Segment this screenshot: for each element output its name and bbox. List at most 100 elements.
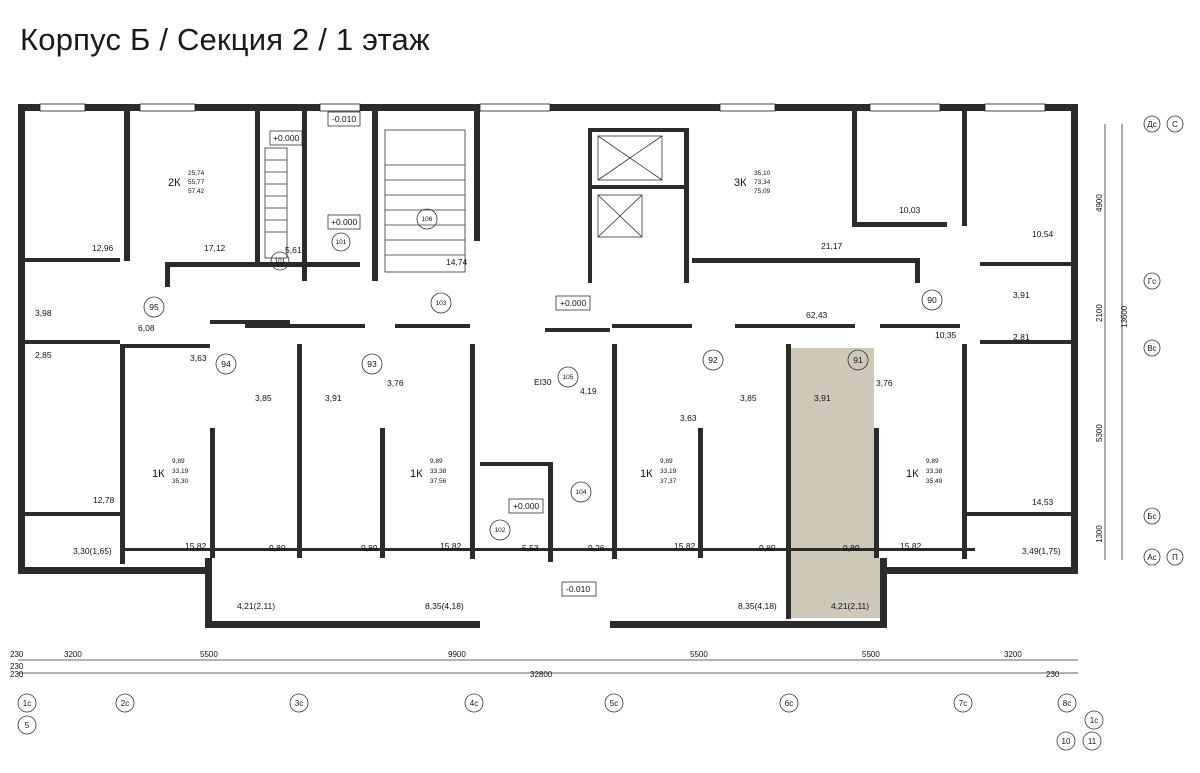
axis-label: 10: [1062, 737, 1071, 746]
area-with-balcony-value: 35,30: [172, 478, 189, 485]
total-area-value: 33,19: [660, 468, 677, 475]
room-area: 9,89: [361, 543, 378, 553]
axis-label: 6с: [785, 699, 793, 708]
axis-label: Ас: [1147, 553, 1156, 562]
highlighted-apartment-91-balcony[interactable]: [790, 558, 884, 618]
common-room-tags: 101 101 106 103 105 104 102 EI30: [270, 208, 592, 541]
room-area: 15,82: [440, 541, 462, 551]
level-mark: -0.010: [566, 584, 590, 594]
dimension-lines: [18, 124, 1123, 674]
highlighted-apartment-91[interactable]: [790, 348, 874, 558]
living-area-value: 9,89: [926, 458, 939, 465]
apartment-94-label: 1К 9,89 33,19 35,30: [152, 458, 189, 485]
room-area: 9,89: [759, 543, 776, 553]
room-tag: 106: [422, 216, 433, 223]
dimension-value: 5500: [200, 650, 218, 659]
room-area: 3,63: [190, 353, 207, 363]
room-area: 14,74: [446, 257, 468, 267]
axis-label: 7с: [959, 699, 967, 708]
level-mark: +0.000: [331, 217, 358, 227]
room-area: 8,35(4,18): [425, 601, 464, 611]
dimension-values: 230 3200 5500 9900 5500 5500 3200 32800 …: [10, 194, 1129, 679]
axis-label: С: [1172, 120, 1178, 129]
room-area: 3,85: [740, 393, 757, 403]
area-with-balcony-value: 37,56: [430, 478, 447, 485]
room-area: 3,49(1,75): [1022, 546, 1061, 556]
area-with-balcony-value: 37,37: [660, 478, 677, 485]
room-area: 2,85: [35, 350, 52, 360]
room-area: 15,82: [900, 541, 922, 551]
axis-label: Бс: [1147, 512, 1156, 521]
room-area: 9,26: [588, 543, 605, 553]
room-tag: 104: [576, 489, 587, 496]
room-area: 9,89: [269, 543, 286, 553]
level-mark: -0.010: [332, 114, 356, 124]
room-area: 21,17: [821, 241, 843, 251]
room-area: 3,63: [680, 413, 697, 423]
room-area: 17,12: [204, 243, 226, 253]
area-with-balcony-value: 35,49: [926, 478, 943, 485]
apartment-number-tags: 95 94 93 92 91 90: [143, 289, 943, 375]
page-title: Корпус Б / Секция 2 / 1 этаж: [20, 22, 430, 57]
dimension-value: 1300: [1095, 525, 1104, 543]
apartment-91-label: 1К 9,89 33,38 35,49: [906, 458, 943, 485]
dimension-value: 230: [10, 650, 24, 659]
room-area: 10,54: [1032, 229, 1054, 239]
axis-label: 5с: [610, 699, 618, 708]
room-area-values: 12,96 3,98 6,08 2,85 12,78 3,30(1,65) 17…: [35, 205, 1061, 611]
apartment-92-label: 1К 9,89 33,19 37,37: [640, 458, 677, 485]
room-area: 2,81: [1013, 332, 1030, 342]
room-area: 3,91: [1013, 290, 1030, 300]
apartment-number: 95: [149, 302, 159, 312]
apartment-type-label: 1К: [410, 468, 423, 480]
room-area: 3,91: [325, 393, 342, 403]
apartment-number: 94: [221, 359, 231, 369]
dimension-value: 5500: [690, 650, 708, 659]
axis-label: 11: [1088, 737, 1097, 746]
corridor-area: 62,43: [806, 310, 828, 320]
axis-label: 8с: [1063, 699, 1071, 708]
apartment-type-label: 1К: [906, 468, 919, 480]
dimension-total: 32800: [530, 670, 553, 679]
axis-label: 1с: [1090, 716, 1098, 725]
living-area-value: 35,10: [754, 170, 771, 177]
room-area: 3,91: [814, 393, 831, 403]
room-area: 3,98: [35, 308, 52, 318]
axis-label: 5: [25, 721, 30, 730]
total-area-value: 73,34: [754, 179, 771, 186]
total-area-value: 33,38: [430, 468, 447, 475]
level-mark: +0.000: [560, 298, 587, 308]
total-area-value: 33,38: [926, 468, 943, 475]
apartment-type-label: 3К: [734, 177, 747, 189]
room-area: 10,35: [935, 330, 957, 340]
axis-label: Вс: [1147, 344, 1156, 353]
room-area: 15,82: [674, 541, 696, 551]
total-area-value: 33,19: [172, 468, 189, 475]
apartment-type-label: 2К: [168, 177, 181, 189]
elevators: [597, 135, 663, 238]
living-area-value: 9,89: [660, 458, 673, 465]
room-area: 12,96: [92, 243, 114, 253]
axis-markers: 1с 2с 3с 4с 5с 6с 7с 8с 1с 5 10 11 Дс С …: [17, 115, 1184, 751]
axis-label: Дс: [1147, 120, 1156, 129]
dimension-total: 13600: [1120, 305, 1129, 328]
apartment-number: 90: [927, 295, 937, 305]
axis-label: 3с: [295, 699, 303, 708]
room-area: 15,82: [185, 541, 207, 551]
apartment-labels: 2К 25,74 55,77 57,42 3К 35,10 73,34 75,0…: [152, 170, 943, 485]
room-area: 5,61: [285, 245, 302, 255]
level-mark: +0.000: [273, 133, 300, 143]
apartment-number: 92: [708, 355, 718, 365]
room-area: 3,76: [387, 378, 404, 388]
stairs: [264, 129, 466, 273]
fire-door-label: EI30: [534, 377, 552, 387]
room-area: 12,78: [93, 495, 115, 505]
area-with-balcony-value: 75,09: [754, 188, 771, 195]
axis-label: 2с: [121, 699, 129, 708]
dimension-value: 4900: [1095, 194, 1104, 212]
room-area: 14,53: [1032, 497, 1054, 507]
room-area: 3,30(1,65): [73, 546, 112, 556]
axis-label: 4с: [470, 699, 478, 708]
interior-walls: [25, 111, 1071, 619]
dimension-value: 3200: [64, 650, 82, 659]
